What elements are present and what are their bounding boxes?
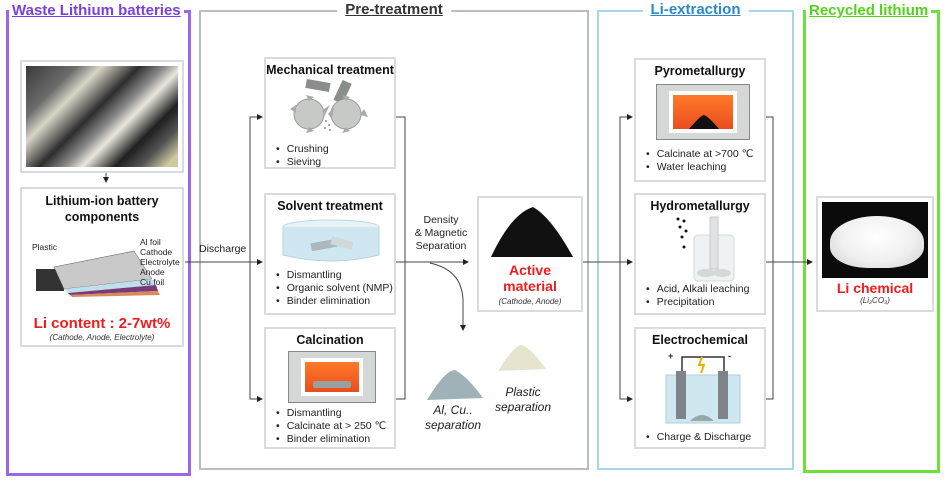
discharge-label: Discharge [199,243,247,255]
hydro-bullets: Acid, Alkali leaching Precipitation [636,283,750,309]
electro-title: Electrochemical [652,333,748,347]
li-content: Li content : 2-7wt% [33,315,171,332]
plastic-pile-icon [498,345,546,371]
bullet-item: Organic solvent (NMP) [276,282,393,295]
electrochemical-cell-icon [665,356,741,424]
bullet-item: Acid, Alkali leaching [646,283,750,296]
mechanical-bullets: Crushing Sieving [266,143,329,169]
pyrometallurgy-box: Pyrometallurgy Calcinate at >700 ℃ Water… [634,58,766,182]
bullet-item: Binder elimination [276,433,386,446]
battery-components-box: Lithium-ion battery components Plastic A… [20,187,184,347]
separation-line: & Magnetic [414,227,468,239]
section-recycled-lithium: Recycled lithium [803,2,940,473]
crusher-gears-icon [290,79,368,133]
pyro-title: Pyrometallurgy [654,64,746,78]
section-title-extraction: Li-extraction [642,1,749,19]
layer-label: Electrolyte [140,257,180,267]
section-waste-batteries: Waste Lithium batteries [6,2,191,476]
bullet-item: Crushing [276,143,329,156]
minus-terminal: - [728,351,731,361]
al-cu-pile-icon [427,370,483,400]
bullet-item: Sieving [276,156,329,169]
solvent-bullets: Dismantling Organic solvent (NMP) Binder… [266,269,393,308]
bullet-item: Binder elimination [276,295,393,308]
bullet-item: Calcinate at > 250 ℃ [276,420,387,433]
section-li-extraction: Li-extraction [597,1,794,470]
section-title-waste: Waste Lithium batteries [9,2,184,20]
li-chemical-formula: (Li₂CO₃) [860,296,890,305]
hydro-title: Hydrometallurgy [650,199,750,213]
al-cu-separation-label: Al, Cu.. separation [420,403,486,433]
calcination-bullets: Dismantling Calcinate at > 250 ℃ Binder … [266,407,387,446]
section-title-pretreatment: Pre-treatment [337,1,451,19]
calcination-box: Calcination Dismantling Calcinate at > 2… [264,327,396,449]
separation-label: Density & Magnetic Separation [408,214,474,253]
bullet-item: Water leaching [646,161,753,174]
active-material-box: Active material (Cathode, Anode) [477,196,583,312]
electrochemical-box: Electrochemical + - Charge & Discharge [634,327,766,449]
layer-labels-right: Al foil Cathode Electrolyte Anode Cu foi… [140,237,180,287]
separation-line: Separation [415,240,467,252]
leaching-tank-icon [676,216,735,282]
active-title-line2: material [503,278,557,294]
battery-photo-frame [20,60,184,173]
li-chemical-box: Li chemical (Li₂CO₃) [816,196,934,312]
calcination-title: Calcination [296,333,364,347]
mechanical-treatment-box: Mechanical treatment Crushing Sieving [264,57,396,169]
section-title-recycled: Recycled lithium [806,2,932,20]
bullet-item: Charge & Discharge [646,431,752,444]
plastic-separation-label: Plastic separation [490,385,556,415]
al-cu-line1: Al, Cu.. [433,403,473,417]
components-title: Lithium-ion battery components [45,194,159,224]
lithium-carbonate-photo [822,202,928,278]
mechanical-title: Mechanical treatment [266,63,394,77]
pyro-furnace-icon [656,84,750,140]
battery-pile-photo [26,66,178,167]
plastic-line2: separation [494,400,552,414]
active-title-line1: Active [508,262,552,278]
bullet-item: Dismantling [276,407,386,420]
al-cu-line2: separation [424,418,482,432]
electro-bullets: Charge & Discharge [636,431,752,444]
pyro-bullets: Calcinate at >700 ℃ Water leaching [636,148,754,174]
black-powder-pile-icon [491,207,573,257]
section-pretreatment: Pre-treatment [199,1,589,470]
bullet-item: Calcinate at >700 ℃ [646,148,754,161]
layer-label-plastic: Plastic [32,242,58,252]
layer-label: Cathode [140,247,173,257]
solvent-treatment-box: Solvent treatment Dismantling Organic so… [264,193,396,315]
separation-line: Density [423,214,459,226]
layer-label: Al foil [140,237,161,247]
layer-label: Cu foil [140,277,165,287]
battery-layers-illustration [36,250,160,297]
hydrometallurgy-box: Hydrometallurgy Acid, Alkali leaching Pr… [634,193,766,315]
layer-label: Anode [140,267,165,277]
bullet-item: Precipitation [646,296,750,309]
li-chemical-title: Li chemical [836,280,914,296]
li-content-note: (Cathode, Anode, Electrolyte) [49,333,155,342]
plastic-line1: Plastic [505,385,541,399]
active-note: (Cathode, Anode) [498,297,562,306]
furnace-icon [288,351,376,403]
plus-terminal: + [668,351,674,361]
solvent-title: Solvent treatment [277,199,383,213]
bullet-item: Dismantling [276,269,393,282]
solvent-bath-icon [282,219,380,262]
